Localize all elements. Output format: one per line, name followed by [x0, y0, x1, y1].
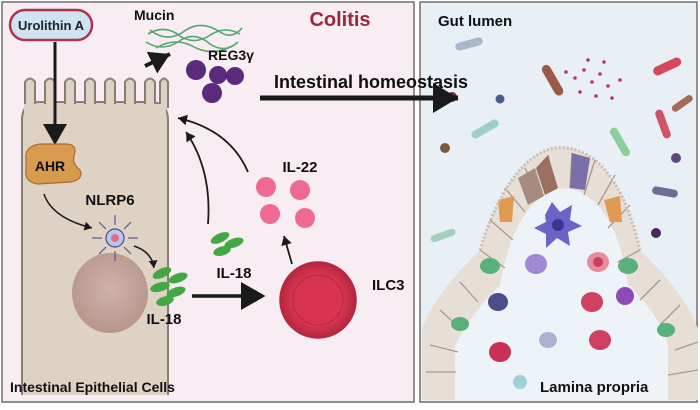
epithelial-cell: [21, 77, 169, 395]
nlrp6-to-il18-arrow: [133, 245, 158, 269]
mucin-label: Mucin: [134, 7, 174, 23]
intestinal-homeostasis-label: Intestinal homeostasis: [274, 72, 468, 92]
ilc3-cell: [279, 261, 357, 339]
nlrp6-inflammasome-icon: [92, 215, 138, 261]
mucin-fibers-icon: [145, 24, 243, 53]
lamina-cells: [488, 202, 634, 389]
nucleus: [72, 253, 148, 333]
il22-to-epithelium-arrow: [177, 114, 249, 173]
reg3g-label: REG3γ: [208, 47, 254, 63]
ahr-label: AHR: [35, 158, 65, 174]
lumen-dots: [564, 58, 622, 100]
microvilli: [24, 77, 169, 108]
lamina-propria-label: Lamina propria: [540, 379, 649, 396]
epithelium-to-mucin-arrow: [144, 51, 171, 74]
il22-cluster: [256, 177, 315, 228]
il18-to-epithelium-arrow: [185, 131, 210, 225]
nlrp6-label: NLRP6: [85, 192, 134, 209]
ahr-receptor: AHR: [25, 143, 82, 185]
epithelial-cells-label: Intestinal Epithelial Cells: [10, 379, 175, 395]
ahr-to-nlrp6-arrow: [43, 193, 93, 231]
il22-label: IL-22: [282, 159, 317, 176]
reg3g-cluster: [186, 60, 244, 103]
il18-cluster-cell: [150, 267, 188, 306]
il18-cluster-secreted: [210, 232, 244, 256]
colitis-title: Colitis: [309, 9, 370, 31]
il18-cell-label: IL-18: [146, 311, 181, 328]
il18-secreted-label: IL-18: [216, 265, 251, 282]
urolithin-a-label: Urolithin A: [18, 18, 85, 33]
ilc3-to-il22-arrow: [281, 235, 293, 265]
ilc3-label: ILC3: [372, 277, 405, 294]
gut-lumen-label: Gut lumen: [438, 13, 512, 30]
urolithin-a-badge: Urolithin A: [8, 8, 94, 42]
